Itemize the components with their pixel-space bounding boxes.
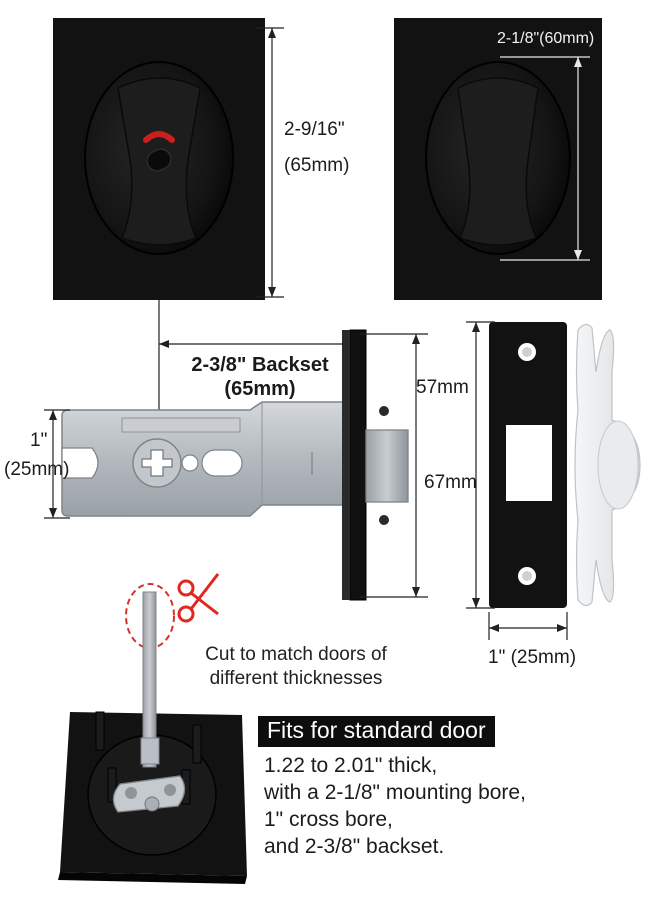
backset-label-line2: (65mm) — [224, 378, 296, 400]
latch-height-dimension-line — [360, 333, 428, 598]
fits-line-cross-bore: 1" cross bore, — [264, 808, 393, 831]
latch-mechanism — [61, 329, 409, 601]
strike-height-label: 67mm — [424, 472, 477, 493]
privacy-plate — [53, 18, 265, 300]
latch-width-mm-label: (25mm) — [4, 459, 70, 480]
latch-width-inch-label: 1" — [30, 430, 48, 451]
strike-width-dimension-line — [488, 612, 568, 640]
height-mm-label: (65mm) — [284, 155, 350, 176]
strike-width-label: 1" (25mm) — [488, 647, 577, 668]
spindle — [112, 591, 186, 813]
cut-note: Cut to match doors of different thicknes… — [186, 643, 406, 691]
fits-details: 1.22 to 2.01" thick, with a 2-1/8" mount… — [264, 752, 526, 860]
indicator-red-icon — [143, 131, 175, 143]
latch-width-dimension-line — [44, 409, 70, 519]
height-inch-label: 2-9/16" — [284, 119, 345, 140]
scissors-icon — [177, 573, 220, 623]
height-dimension-line — [256, 27, 284, 298]
bore-width-label: 2-1/8"(60mm) — [497, 30, 595, 47]
fits-title-badge: Fits for standard door — [258, 716, 495, 747]
backset-label: 2-3/8" Backset (65mm) — [180, 353, 340, 401]
fits-line-thickness: 1.22 to 2.01" thick, — [264, 754, 438, 777]
strike-plate — [489, 322, 567, 608]
strike-box — [574, 323, 641, 607]
bore-dimension-line — [500, 56, 590, 261]
latch-height-label: 57mm — [416, 377, 469, 398]
handle-plate — [394, 18, 602, 300]
fits-line-backset: and 2-3/8" backset. — [264, 835, 445, 858]
backset-label-line1: 2-3/8" Backset — [191, 354, 329, 376]
cut-note-line2: different thicknesses — [209, 668, 383, 689]
fits-line-bore: with a 2-1/8" mounting bore, — [264, 781, 526, 804]
cut-note-line1: Cut to match doors of — [205, 644, 387, 665]
strike-height-dimension-line — [466, 321, 495, 609]
